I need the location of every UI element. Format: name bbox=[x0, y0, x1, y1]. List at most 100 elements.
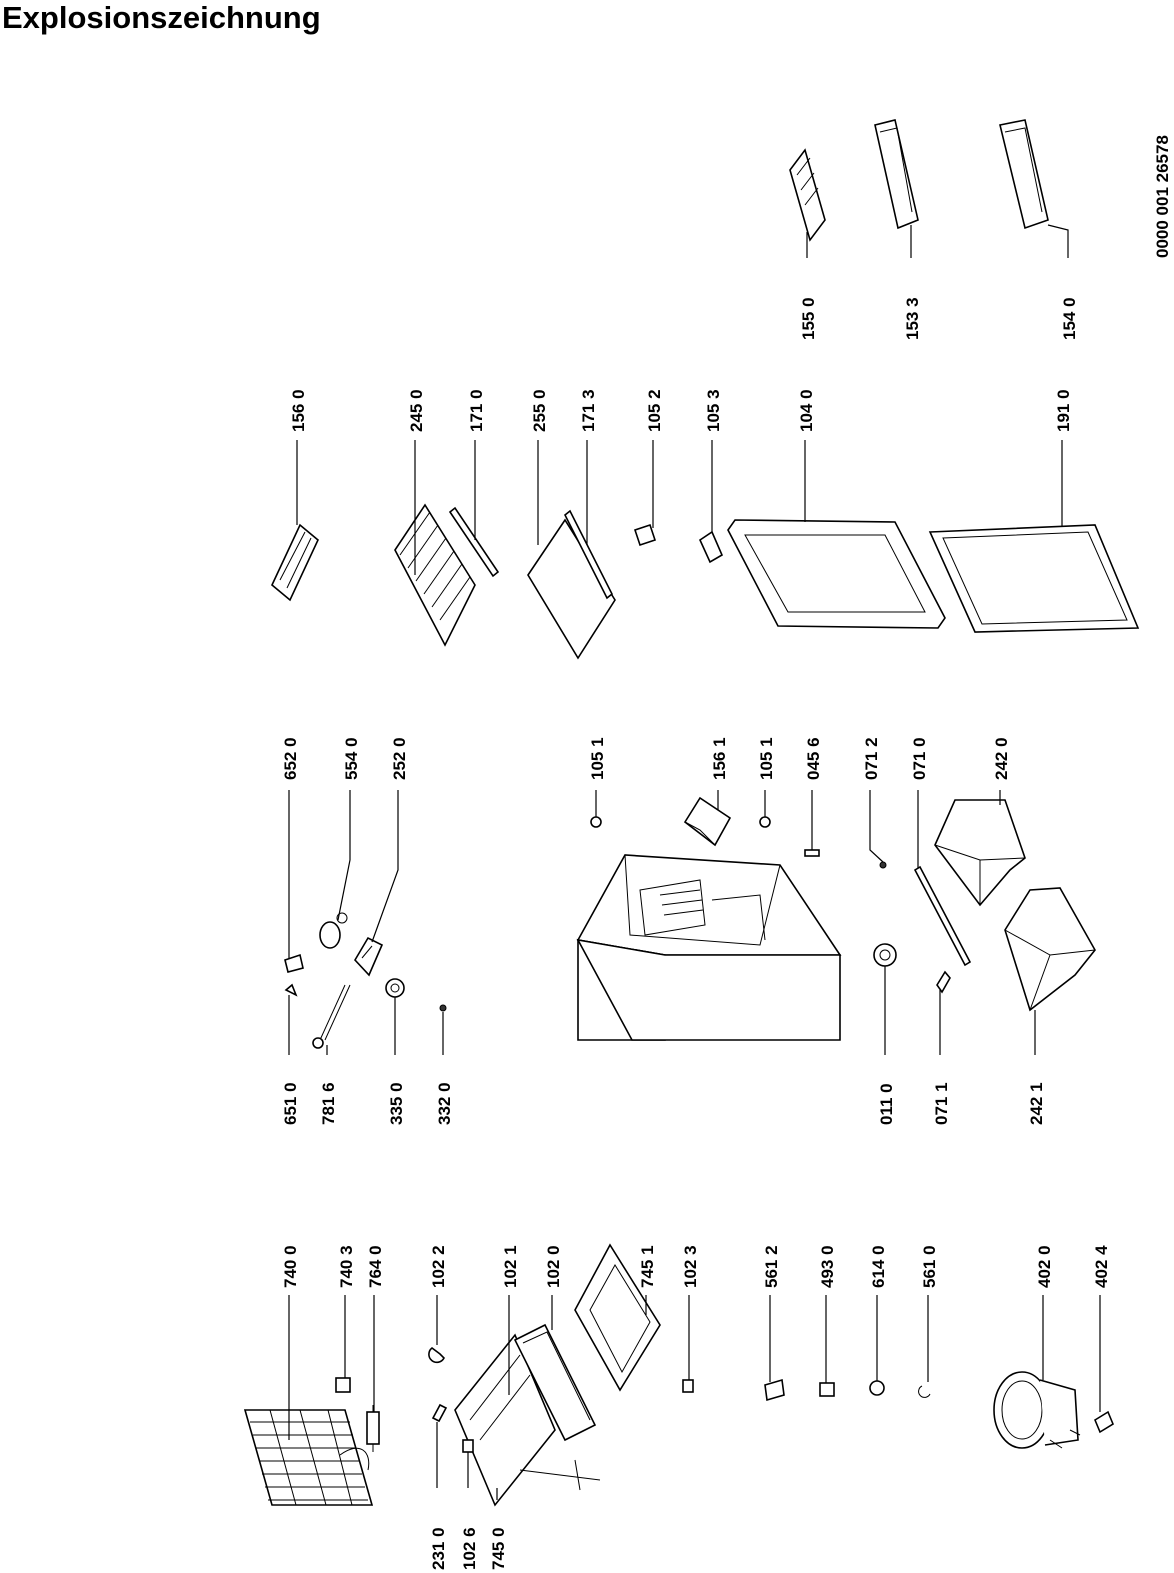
part-156-0-egg-tray bbox=[271, 523, 319, 602]
label-105-2: 105 2 bbox=[645, 389, 664, 432]
part-252-0-light-housing bbox=[354, 936, 384, 977]
part-652-0 bbox=[284, 953, 304, 973]
label-155-0: 155 0 bbox=[799, 297, 818, 340]
part-cabinet-liner bbox=[576, 854, 842, 1041]
doc-number: 0000 001 26578 bbox=[1153, 135, 1172, 258]
part-102-0-drip-tray bbox=[513, 1323, 597, 1442]
label-105-3: 105 3 bbox=[704, 389, 723, 432]
label-493-0: 493 0 bbox=[818, 1245, 837, 1288]
leader-105-1b: 105 1 bbox=[757, 737, 776, 817]
leader-652-0: 652 0 bbox=[281, 737, 300, 958]
part-191-0-door-gasket bbox=[928, 524, 1140, 633]
label-011-0: 011 0 bbox=[877, 1083, 896, 1125]
label-402-0: 402 0 bbox=[1035, 1245, 1054, 1288]
part-561-2 bbox=[764, 1378, 785, 1402]
label-191-0: 191 0 bbox=[1054, 389, 1073, 432]
part-071-2 bbox=[879, 861, 887, 869]
part-231-0 bbox=[431, 1403, 448, 1423]
label-402-4: 402 4 bbox=[1092, 1245, 1111, 1288]
label-242-0: 242 0 bbox=[992, 737, 1011, 780]
label-335-0: 335 0 bbox=[387, 1082, 406, 1125]
part-335-0-knob bbox=[385, 978, 405, 998]
part-104-0-door bbox=[727, 519, 946, 629]
part-255-0-glass-shelf bbox=[527, 518, 616, 660]
part-745-1-tray bbox=[574, 1243, 661, 1392]
label-156-1: 156 1 bbox=[710, 737, 729, 780]
leader-493-0: 493 0 bbox=[818, 1245, 837, 1383]
part-332-0 bbox=[439, 1004, 447, 1012]
label-561-0: 561 0 bbox=[920, 1245, 939, 1288]
leader-153-3: 153 3 bbox=[903, 225, 922, 340]
leader-105-2: 105 2 bbox=[645, 389, 664, 528]
leader-252-0: 252 0 bbox=[371, 737, 409, 943]
leader-156-0: 156 0 bbox=[289, 389, 308, 525]
label-255-0: 255 0 bbox=[530, 389, 549, 432]
label-745-1: 745 1 bbox=[638, 1245, 657, 1288]
leader-255-0: 255 0 bbox=[530, 389, 549, 545]
part-105-1b bbox=[759, 816, 771, 828]
label-102-0: 102 0 bbox=[544, 1245, 563, 1288]
label-102-2: 102 2 bbox=[429, 1245, 448, 1288]
label-156-0: 156 0 bbox=[289, 389, 308, 432]
label-154-0: 154 0 bbox=[1060, 297, 1079, 340]
leader-171-0: 171 0 bbox=[467, 389, 486, 540]
leader-104-0: 104 0 bbox=[797, 389, 816, 522]
part-740-0-condenser bbox=[243, 1409, 374, 1506]
part-764-0-filter-drier bbox=[366, 1405, 380, 1452]
label-071-0: 071 0 bbox=[910, 737, 929, 780]
label-745-0: 745 0 bbox=[489, 1527, 508, 1570]
label-171-0: 171 0 bbox=[467, 389, 486, 432]
part-561-0 bbox=[918, 1385, 931, 1398]
leader-191-0: 191 0 bbox=[1054, 389, 1073, 526]
leader-245-0: 245 0 bbox=[407, 389, 426, 575]
label-554-0: 554 0 bbox=[342, 737, 361, 780]
leader-561-2: 561 2 bbox=[762, 1245, 781, 1382]
leader-102-1: 102 1 bbox=[501, 1245, 520, 1395]
leader-740-3: 740 3 bbox=[337, 1245, 356, 1378]
part-493-0 bbox=[819, 1382, 835, 1397]
leader-554-0: 554 0 bbox=[337, 737, 361, 921]
leader-105-3: 105 3 bbox=[704, 389, 723, 533]
part-105-2-hinge bbox=[633, 523, 657, 547]
leader-154-0: 154 0 bbox=[1047, 224, 1079, 340]
leader-011-0: 011 0 bbox=[877, 966, 896, 1125]
part-102-3 bbox=[682, 1379, 694, 1393]
label-071-2: 071 2 bbox=[862, 737, 881, 780]
leader-071-1: 071 1 bbox=[932, 990, 951, 1125]
label-104-0: 104 0 bbox=[797, 389, 816, 432]
label-242-1: 242 1 bbox=[1027, 1082, 1046, 1125]
part-155-0-egg-insert bbox=[789, 148, 826, 242]
leader-402-4: 402 4 bbox=[1092, 1245, 1111, 1412]
label-102-6: 102 6 bbox=[460, 1527, 479, 1570]
label-045-6: 045 6 bbox=[804, 737, 823, 780]
label-614-0: 614 0 bbox=[869, 1245, 888, 1288]
label-105-1a: 105 1 bbox=[588, 737, 607, 780]
label-231-0: 231 0 bbox=[429, 1527, 448, 1570]
part-781-6-capillary bbox=[312, 984, 351, 1049]
label-781-6: 781 6 bbox=[319, 1082, 338, 1125]
leader-242-0: 242 0 bbox=[992, 737, 1011, 805]
part-154-0-door-rack bbox=[999, 119, 1049, 230]
leader-335-0: 335 0 bbox=[387, 997, 406, 1125]
leader-156-1: 156 1 bbox=[710, 737, 729, 810]
label-651-0: 651 0 bbox=[281, 1082, 300, 1125]
part-045-6 bbox=[804, 849, 820, 857]
part-554-0-thermostat bbox=[319, 912, 348, 949]
part-153-3-door-rack bbox=[874, 119, 919, 230]
label-245-0: 245 0 bbox=[407, 389, 426, 432]
leader-171-3: 171 3 bbox=[579, 389, 598, 545]
part-102-2 bbox=[428, 1346, 445, 1364]
label-071-1: 071 1 bbox=[932, 1082, 951, 1125]
leader-561-0: 561 0 bbox=[920, 1245, 939, 1382]
part-402-0-compressor bbox=[993, 1371, 1081, 1449]
label-740-3: 740 3 bbox=[337, 1245, 356, 1288]
label-171-3: 171 3 bbox=[579, 389, 598, 432]
leader-745-0: 745 0 bbox=[489, 1488, 508, 1570]
label-105-1b: 105 1 bbox=[757, 737, 776, 780]
page-title: Explosionszeichnung bbox=[2, 0, 321, 35]
label-252-0: 252 0 bbox=[390, 737, 409, 780]
part-171-3-shelf-trim bbox=[563, 509, 614, 600]
leader-155-0: 155 0 bbox=[799, 232, 818, 340]
leader-105-1a: 105 1 bbox=[588, 737, 607, 817]
